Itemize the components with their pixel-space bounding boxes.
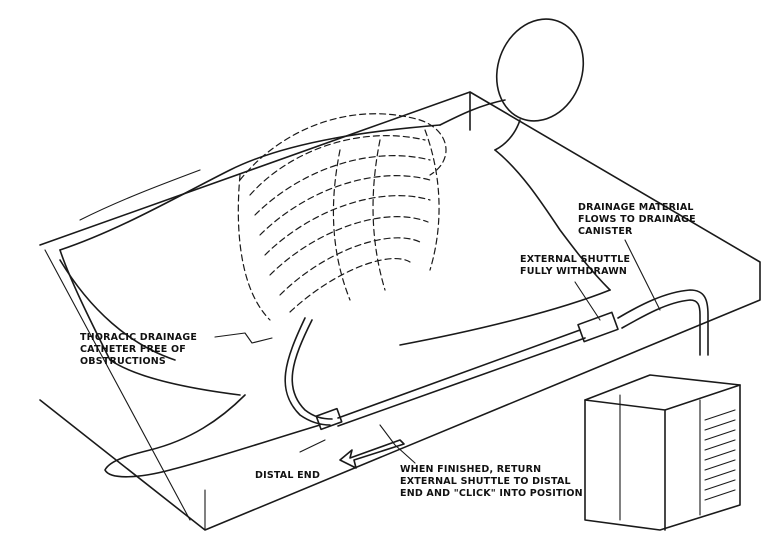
callout-when-finished: WHEN FINISHED, RETURN EXTERNAL SHUTTLE T… (400, 464, 583, 499)
svg-text:END AND "CLICK" INTO POSITION: END AND "CLICK" INTO POSITION (400, 488, 583, 499)
svg-text:FLOWS TO DRAINAGE: FLOWS TO DRAINAGE (578, 214, 696, 225)
callout-external-shuttle: EXTERNAL SHUTTLE FULLY WITHDRAWN (520, 254, 630, 277)
svg-text:THORACIC DRAINAGE: THORACIC DRAINAGE (80, 332, 197, 343)
svg-text:EXTERNAL SHUTTLE: EXTERNAL SHUTTLE (520, 254, 630, 265)
svg-text:OBSTRUCTIONS: OBSTRUCTIONS (80, 356, 166, 367)
drainage-canister (585, 375, 740, 530)
svg-text:CANISTER: CANISTER (578, 226, 633, 237)
svg-text:EXTERNAL SHUTTLE TO DISTAL: EXTERNAL SHUTTLE TO DISTAL (400, 476, 571, 487)
svg-text:WHEN FINISHED, RETURN: WHEN FINISHED, RETURN (400, 464, 541, 475)
svg-text:DRAINAGE MATERIAL: DRAINAGE MATERIAL (578, 202, 694, 213)
callout-drainage-material: DRAINAGE MATERIAL FLOWS TO DRAINAGE CANI… (578, 202, 696, 237)
callout-thoracic-catheter: THORACIC DRAINAGE CATHETER FREE OF OBSTR… (80, 332, 197, 367)
fluid-hatch (705, 410, 735, 500)
svg-text:CATHETER FREE OF: CATHETER FREE OF (80, 344, 186, 355)
svg-text:DISTAL END: DISTAL END (255, 470, 320, 481)
rib-cage (238, 114, 446, 320)
svg-text:FULLY WITHDRAWN: FULLY WITHDRAWN (520, 266, 627, 277)
callout-distal-end: DISTAL END (255, 470, 320, 481)
